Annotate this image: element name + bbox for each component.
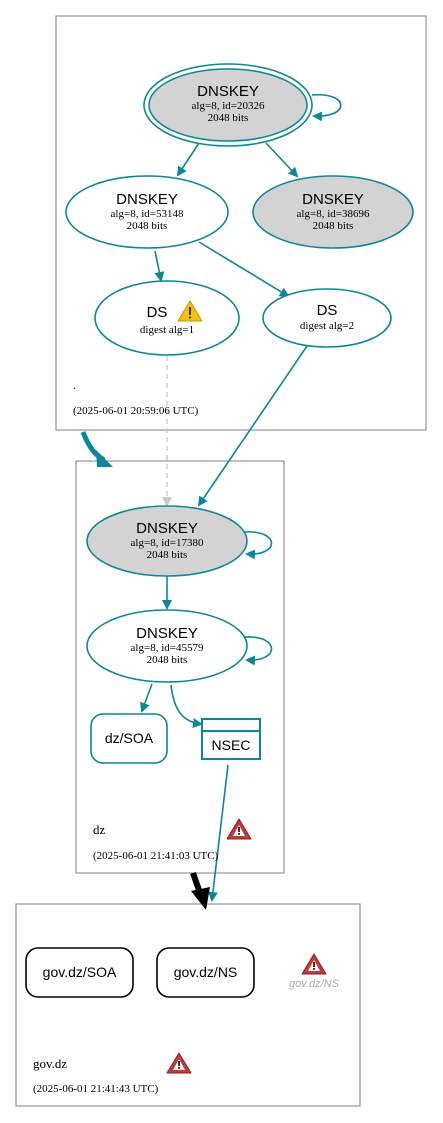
node-detail: alg=8, id=17380 (131, 537, 204, 549)
node-label: gov.dz/NS (174, 964, 238, 980)
node-detail: 2048 bits (208, 112, 249, 124)
edge-root-ksk-zsk (176, 142, 200, 177)
error-triangle-icon (301, 953, 327, 975)
node-govdz-soa[interactable]: gov.dz/SOA (25, 947, 134, 998)
node-root-zsk[interactable]: DNSKEY alg=8, id=53148 2048 bits (65, 175, 229, 249)
edge-root-zsk-ds2 (198, 241, 290, 298)
zone-govdz-box (15, 903, 361, 1107)
node-title: DNSKEY (136, 625, 198, 642)
node-ds-2[interactable]: DS digest alg=2 (262, 288, 392, 348)
zone-root-box (55, 15, 427, 431)
node-detail: 2048 bits (313, 220, 354, 232)
node-detail: 2048 bits (147, 549, 188, 561)
node-label: dz/SOA (105, 730, 154, 746)
edge-delegation-dz-govdz-head (191, 887, 210, 910)
node-detail: alg=8, id=45579 (131, 642, 204, 654)
zone-dz-name: dz (93, 822, 106, 837)
node-title: DS (317, 302, 338, 319)
node-nsec[interactable]: NSEC (201, 718, 261, 760)
edge-dz-zsk-soa (140, 683, 153, 713)
node-detail: alg=8, id=53148 (111, 208, 184, 220)
zone-root-timestamp: (2025-06-01 20:59:06 UTC) (73, 405, 199, 417)
node-dz-zsk[interactable]: DNSKEY alg=8, id=45579 2048 bits (86, 609, 248, 683)
edge-nsec-govdz (207, 764, 229, 902)
node-govdz-ns[interactable]: gov.dz/NS (156, 947, 255, 998)
zone-govdz-timestamp: (2025-06-01 21:41:43 UTC) (33, 1083, 159, 1095)
node-title: DNSKEY (136, 520, 198, 537)
node-title: DS (147, 304, 168, 321)
node-ds-1[interactable]: DS digest alg=1 (94, 280, 240, 356)
node-title: DNSKEY (197, 83, 259, 100)
error-triangle-icon (166, 1052, 192, 1074)
zone-govdz-name: gov.dz (33, 1056, 67, 1071)
edge-dz-zsk-self (244, 636, 273, 666)
node-label: gov.dz/NS (289, 978, 340, 990)
zone-root-name: . (73, 378, 76, 392)
node-detail: alg=8, id=20326 (192, 100, 265, 112)
edge-delegation-root-dz-head (96, 450, 113, 467)
node-root-ksk[interactable]: DNSKEY alg=8, id=20326 2048 bits (143, 63, 313, 147)
edge-dz-ksk-self (244, 531, 273, 560)
error-triangle-icon (226, 818, 252, 840)
zone-dz-timestamp: (2025-06-01 21:41:03 UTC) (93, 850, 219, 862)
zone-dz-box (75, 460, 285, 874)
edge-dz-zsk-nsec (170, 684, 203, 729)
node-detail: digest alg=1 (140, 324, 194, 336)
node-dz-ksk[interactable]: DNSKEY alg=8, id=17380 2048 bits (86, 505, 248, 577)
node-detail: 2048 bits (147, 654, 188, 666)
node-detail: 2048 bits (127, 220, 168, 232)
edge-root-ksk-key3 (265, 142, 299, 178)
node-dz-soa[interactable]: dz/SOA (90, 713, 168, 764)
edge-root-zsk-ds1 (154, 250, 165, 282)
node-label: gov.dz/SOA (43, 964, 117, 980)
edge-ds2-dz-ksk (197, 345, 308, 507)
warning-triangle-icon (177, 300, 203, 322)
node-detail: digest alg=2 (300, 320, 354, 332)
node-title: DNSKEY (302, 191, 364, 208)
edge-root-ksk-self (311, 94, 342, 122)
node-detail: alg=8, id=38696 (297, 208, 370, 220)
node-govdz-ns-missing[interactable]: gov.dz/NS (289, 953, 340, 990)
node-root-key3[interactable]: DNSKEY alg=8, id=38696 2048 bits (252, 175, 414, 249)
node-title: DNSKEY (116, 191, 178, 208)
node-label: NSEC (212, 737, 251, 753)
